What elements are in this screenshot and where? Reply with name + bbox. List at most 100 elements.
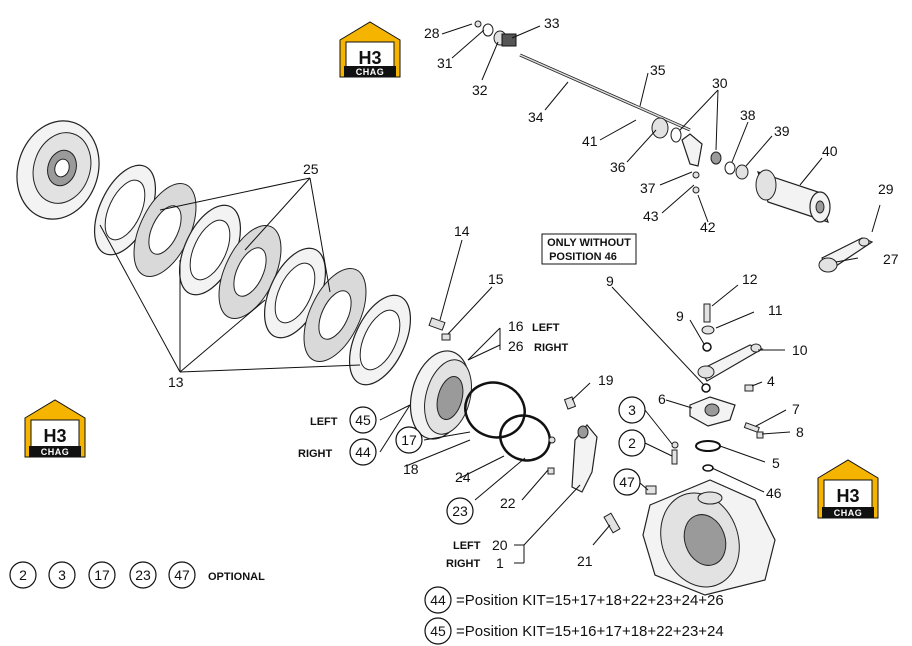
optional-item-23: 23 <box>129 561 157 589</box>
circled-callout-23: 23 <box>446 497 474 525</box>
shim-part <box>701 325 715 335</box>
logo-sub-bar <box>344 66 396 77</box>
logo-panel <box>30 419 80 451</box>
callout-19: 19 <box>598 372 614 388</box>
label-left-20: LEFT <box>453 540 481 552</box>
svg-text:3: 3 <box>58 567 66 583</box>
svg-text:23: 23 <box>135 567 151 583</box>
callout-13: 13 <box>168 374 184 390</box>
callout-31: 31 <box>437 55 453 71</box>
callout-11: 11 <box>768 302 783 318</box>
optional-item-2: 2 <box>9 561 37 589</box>
callout-35: 35 <box>650 62 666 78</box>
logo-sub-bar <box>822 507 874 518</box>
callout-27: 27 <box>883 251 899 267</box>
leader-lines-13-25 <box>99 177 361 373</box>
logo-right: H3 CHAG <box>817 459 879 519</box>
svg-text:2: 2 <box>628 435 636 451</box>
logo-mark: H3 <box>836 486 859 506</box>
brake-lever-part <box>697 343 764 382</box>
logo-sub: CHAG <box>356 67 385 77</box>
logo-mark: H3 <box>43 426 66 446</box>
nut-8 <box>756 431 764 439</box>
callout-22: 22 <box>500 495 516 511</box>
circled-callout-45: 45 <box>349 406 377 434</box>
lever-part <box>818 204 881 273</box>
optional-label: OPTIONAL <box>208 571 265 583</box>
callout-28: 28 <box>424 25 440 41</box>
axle-housing <box>642 479 776 596</box>
logo-sub-bar <box>29 446 81 457</box>
optional-item-3: 3 <box>48 561 76 589</box>
disc-stack <box>93 164 412 386</box>
kit-id-45: 45 <box>430 623 446 639</box>
callout-38: 38 <box>740 107 756 123</box>
label-left: LEFT <box>310 416 338 428</box>
svg-text:23: 23 <box>452 503 468 519</box>
o-ring <box>701 383 711 393</box>
friction-disc <box>133 182 197 278</box>
kit-row-45: 45 =Position KIT=15+16+17+18+22+23+24 <box>424 617 724 645</box>
kit-text-45: =Position KIT=15+16+17+18+22+23+24 <box>456 623 724 640</box>
actuator-cylinder <box>755 169 831 223</box>
callout-36: 36 <box>610 159 626 175</box>
kit-legend: 44 =Position KIT=15+17+18+22+23+24+26 45… <box>424 586 724 645</box>
note-line-1: ONLY WITHOUT <box>547 237 631 249</box>
callout-24: 24 <box>455 469 471 485</box>
callout-4: 4 <box>767 373 775 389</box>
svg-text:17: 17 <box>94 567 110 583</box>
valve-14 <box>428 317 446 331</box>
callout-14: 14 <box>454 223 470 239</box>
svg-text:17: 17 <box>401 432 417 448</box>
pin-22 <box>547 467 555 475</box>
callout-1: 1 <box>496 555 504 571</box>
svg-text:3: 3 <box>628 402 636 418</box>
callout-10: 10 <box>792 342 808 358</box>
svg-text:47: 47 <box>619 474 635 490</box>
callout-20: 20 <box>492 537 508 553</box>
nut-15 <box>441 333 451 341</box>
seal-ring-5 <box>695 440 721 452</box>
callout-26: 26 <box>508 338 524 354</box>
bolt-part <box>703 303 711 323</box>
circled-callout-47: 47 <box>613 468 641 496</box>
callout-30: 30 <box>712 75 728 91</box>
spring-21 <box>603 512 621 534</box>
note-box: ONLY WITHOUT POSITION 46 <box>541 233 637 265</box>
label-right-1: RIGHT <box>446 558 481 570</box>
seal-ring <box>464 381 526 439</box>
callout-16: 16 <box>508 318 524 334</box>
seal-ring <box>499 414 551 462</box>
callout-18: 18 <box>403 461 419 477</box>
spring-part <box>501 33 517 47</box>
callout-29: 29 <box>878 181 894 197</box>
callout-9-top: 9 <box>606 273 614 289</box>
callout-46: 46 <box>766 485 782 501</box>
callout-26-side: RIGHT <box>534 342 569 354</box>
circled-callout-2: 2 <box>618 429 646 457</box>
circled-callouts: 45 44 17 23 3 2 47 <box>349 396 646 525</box>
callout-9: 9 <box>676 308 684 324</box>
callout-6: 6 <box>658 391 666 407</box>
logo-left: H3 CHAG <box>24 399 86 458</box>
kit-text-44: =Position KIT=15+17+18+22+23+24+26 <box>456 592 724 609</box>
callout-8: 8 <box>796 424 804 440</box>
kit-row-44: 44 =Position KIT=15+17+18+22+23+24+26 <box>424 586 724 614</box>
callout-37: 37 <box>640 180 656 196</box>
callout-25: 25 <box>303 161 319 177</box>
logo-sub: CHAG <box>834 508 863 518</box>
optional-item-47: 47 <box>168 561 196 589</box>
svg-text:45: 45 <box>355 412 371 428</box>
optional-legend: 2 3 17 23 47 OPTIONAL <box>9 561 265 589</box>
friction-disc <box>303 267 367 363</box>
callout-32: 32 <box>472 82 488 98</box>
bearing-block <box>689 396 736 427</box>
circled-callout-3: 3 <box>618 396 646 424</box>
kit-id-44: 44 <box>430 592 446 608</box>
callout-16-side: LEFT <box>532 322 560 334</box>
callout-15: 15 <box>488 271 504 287</box>
callout-40: 40 <box>822 143 838 159</box>
callout-12: 12 <box>742 271 758 287</box>
screw-7 <box>743 422 760 433</box>
